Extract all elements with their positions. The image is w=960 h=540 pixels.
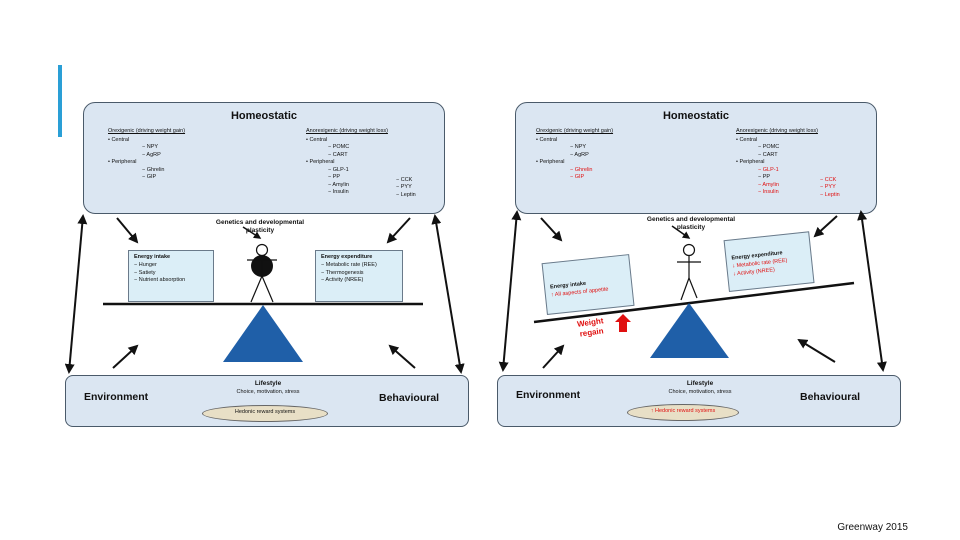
homeostatic-box: Homeostatic Orexigenic (driving weight g… (83, 102, 445, 214)
list-item: • Central (736, 137, 758, 143)
accent-bar (58, 65, 62, 137)
list-item: • Central (536, 137, 558, 143)
energy-intake-title: Energy intake (134, 254, 171, 260)
list-item: • Central (306, 137, 328, 143)
person-head (255, 243, 269, 257)
weight-loss-diagram: Homeostatic Orexigenic (driving weight g… (497, 100, 907, 430)
list-item: − NPY (570, 144, 587, 151)
energy-intake-box: Energy intake − Hunger − Satiety − Nutri… (128, 250, 214, 302)
list-item: − PP (758, 174, 771, 181)
hedonic-oval: ↑ Hedonic reward systems (627, 404, 739, 421)
list-item: − Hunger (134, 262, 157, 269)
list-item: • Peripheral (736, 159, 765, 166)
list-item: • Peripheral (108, 159, 137, 166)
orexigenic-list: • Central − NPY − AgRP • Peripheral − Gh… (536, 137, 592, 182)
arrow-to-expenditure (386, 217, 411, 244)
genetics-label: Genetics and developmental plasticity (646, 216, 736, 232)
list-item: − AgRP (142, 151, 161, 158)
list-item: − Activity (NREE) (321, 277, 364, 284)
orexigenic-heading: Orexigenic (driving weight gain) (536, 128, 614, 134)
list-item: • Central (108, 137, 130, 143)
list-item: − Leptin (820, 191, 840, 198)
lifestyle-label: Lifestyle (686, 380, 714, 387)
genetics-label: Genetics and developmental plasticity (215, 219, 305, 235)
left-double-arrow (498, 210, 522, 372)
behavioural-label: Behavioural (379, 392, 440, 404)
list-item: − NPY (142, 144, 159, 151)
list-item: • Peripheral (306, 159, 335, 166)
steady-state-diagram: Homeostatic Orexigenic (driving weight g… (65, 100, 475, 430)
list-item: − Insulin (328, 188, 349, 195)
list-item: − GLP-1 (328, 166, 349, 173)
environment-label: Environment (84, 391, 149, 403)
balance-beam (533, 281, 855, 324)
right-graphics (498, 210, 887, 372)
environment-label: Environment (516, 389, 581, 401)
list-item: − CCK (820, 177, 837, 183)
energy-expenditure-title: Energy expenditure (321, 254, 373, 260)
arrow-env-intake (112, 344, 139, 369)
orexigenic-heading: Orexigenic (driving weight gain) (108, 128, 186, 134)
anorexigenic-list: • Central − POMC − CART • Peripheral − G… (736, 137, 779, 196)
list-item: − PYY (820, 184, 836, 191)
list-item: − CART (328, 151, 348, 158)
hedonic-oval: Hedonic reward systems (202, 405, 328, 422)
arrow-env-intake (542, 344, 565, 369)
lifestyle-sub: Choice, motivation, stress (236, 389, 300, 395)
list-item: − POMC (758, 144, 780, 151)
source-credit: Greenway 2015 (837, 522, 908, 533)
list-item: − GIP (570, 174, 585, 181)
lifestyle-sub: Choice, motivation, stress (668, 389, 732, 395)
environment-box: Environment Lifestyle Choice, motivation… (65, 375, 469, 427)
list-item: − PYY (396, 184, 412, 191)
list-item: − AgRP (570, 151, 589, 158)
list-item: − PP (328, 174, 341, 181)
right-double-arrow (431, 214, 465, 374)
left-graphics (65, 214, 465, 374)
fulcrum-triangle (223, 305, 303, 362)
person-head (682, 243, 696, 257)
list-item: − Nutrient absorption (134, 277, 186, 284)
list-item: − Amylin (758, 181, 779, 188)
list-item: − CCK (396, 177, 413, 183)
up-arrow-icon (615, 314, 631, 332)
anorexigenic-heading: Anorexigenic (driving weight loss) (306, 128, 388, 134)
arrow-to-person (671, 225, 691, 239)
list-item: − Thermogenesis (321, 269, 364, 276)
anorexigenic-list-col2: − CCK − PYY − Leptin (820, 177, 840, 199)
arrow-to-intake (540, 217, 563, 242)
list-item: − GLP-1 (758, 166, 779, 173)
anorexigenic-list: • Central − POMC − CART • Peripheral − G… (306, 137, 349, 196)
list-item: − Satiety (134, 269, 156, 276)
arrow-behav-expenditure (797, 338, 836, 363)
homeostatic-box: Homeostatic Orexigenic (driving weight g… (515, 102, 877, 214)
list-item: − Ghrelin (570, 166, 593, 173)
arrow-behav-expenditure (388, 344, 416, 369)
behavioural-label: Behavioural (800, 391, 861, 403)
list-item: • Peripheral (536, 159, 565, 166)
right-double-arrow (857, 210, 887, 372)
arrow-to-person (242, 226, 262, 239)
homeostatic-title: Homeostatic (230, 110, 298, 122)
list-item: − Ghrelin (142, 166, 165, 173)
list-item: − Insulin (758, 188, 779, 195)
arrow-to-expenditure (813, 215, 838, 238)
lifestyle-label: Lifestyle (254, 380, 282, 387)
list-item: − POMC (328, 144, 350, 151)
environment-box: Environment Lifestyle Choice, motivation… (497, 375, 901, 427)
list-item: − Metabolic rate (REE) (321, 262, 377, 269)
list-item: − GIP (142, 174, 157, 181)
left-double-arrow (65, 214, 88, 374)
orexigenic-list: • Central − NPY − AgRP • Peripheral − Gh… (108, 137, 164, 182)
list-item: − Amylin (328, 181, 349, 188)
list-item: − Leptin (396, 191, 416, 198)
anorexigenic-list-col2: − CCK − PYY − Leptin (396, 177, 416, 199)
anorexigenic-heading: Anorexigenic (driving weight loss) (736, 128, 818, 134)
energy-expenditure-box: Energy expenditure − Metabolic rate (REE… (315, 250, 403, 302)
list-item: − CART (758, 151, 778, 158)
homeostatic-title: Homeostatic (662, 110, 730, 122)
arrow-to-intake (116, 217, 139, 244)
fulcrum-triangle (650, 303, 729, 358)
